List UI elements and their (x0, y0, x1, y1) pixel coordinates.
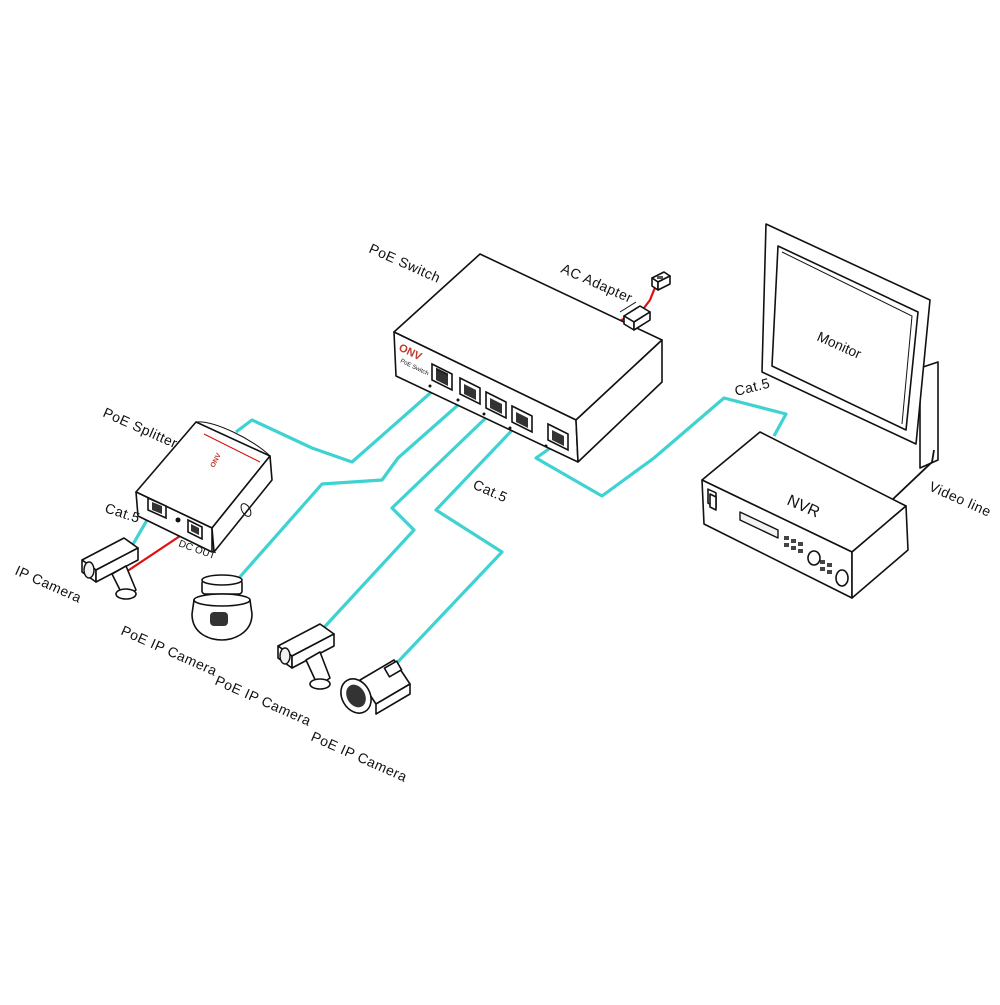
box-camera-icon (277, 623, 335, 690)
label-poe-splitter: PoE Splitter (101, 404, 181, 451)
wall-plug-icon (651, 271, 671, 291)
label-cat5-switch: Cat.5 (471, 476, 510, 505)
label-poe-ip-camera-2: PoE IP Camera (213, 672, 314, 729)
label-poe-switch: PoE Switch (367, 240, 443, 286)
bullet-camera-icon (340, 659, 411, 715)
ptz-dome-camera-icon (191, 574, 253, 641)
cable-switch-to-box-camera (316, 410, 494, 636)
nvr-icon: NVR (701, 431, 909, 599)
label-video-line: Video line (927, 478, 994, 520)
poe-splitter-icon: ONV (135, 421, 273, 553)
monitor-icon: Monitor (761, 223, 939, 501)
ip-camera-icon (81, 537, 139, 600)
cable-switch-to-nvr (534, 396, 788, 498)
nvr-buttons (784, 536, 832, 574)
label-ip-camera: IP Camera (13, 562, 85, 606)
switch-ports (428, 362, 569, 452)
ac-adapter-icon (623, 271, 671, 331)
label-poe-ip-camera-3: PoE IP Camera (309, 728, 410, 785)
video-line-cable (891, 449, 935, 501)
cable-switch-to-splitter (235, 386, 438, 464)
splitter-led (175, 517, 181, 523)
nvr-jog-dial (807, 550, 821, 566)
poe-switch-icon: ONV PoE Switch (393, 253, 663, 463)
nvr-power-button (835, 569, 849, 587)
cable-switch-to-dome-camera (230, 396, 468, 588)
cable-switch-to-bullet-camera (392, 422, 520, 668)
label-cat5-nvr: Cat.5 (733, 375, 772, 399)
